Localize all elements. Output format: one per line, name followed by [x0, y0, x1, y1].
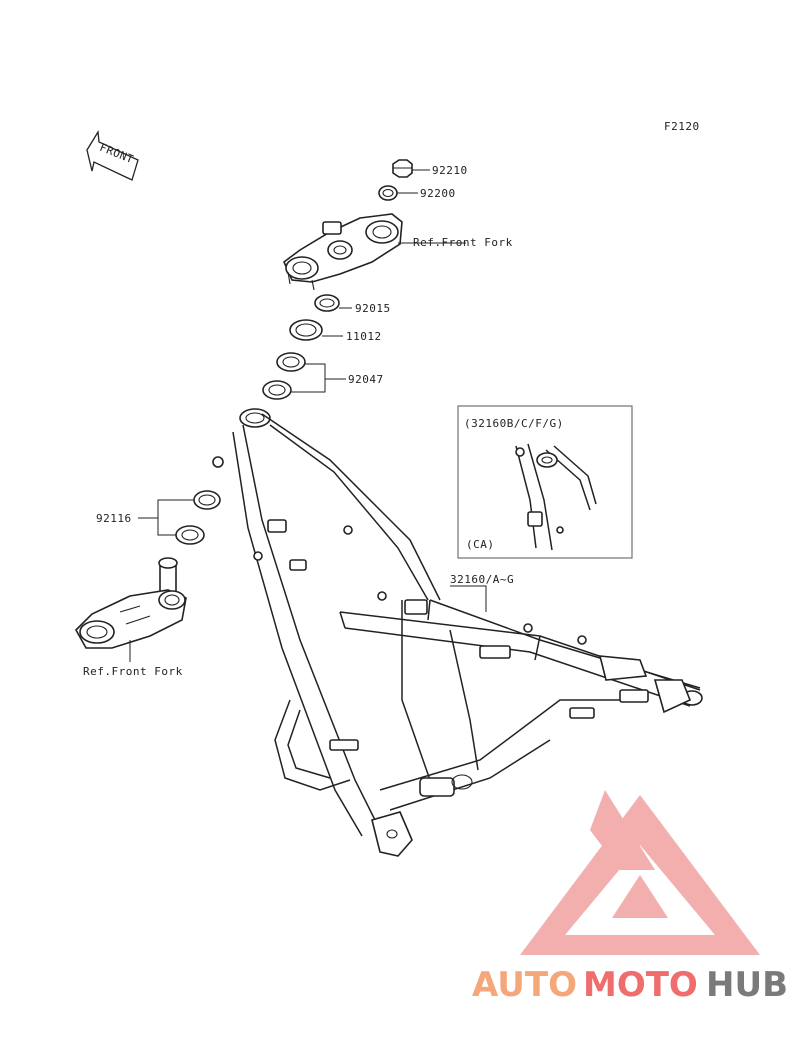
seal-hole — [319, 298, 335, 308]
lower-bearing-race-hole — [198, 494, 216, 506]
callout-ref-lower: Ref.Front Fork — [83, 665, 183, 678]
callout-cap-nut: 92210 — [432, 164, 468, 177]
watermark-hub: HUB — [706, 965, 788, 1005]
lower-bearing-race — [193, 490, 221, 510]
watermark-text: AUTO MOTO HUB — [472, 965, 788, 1005]
watermark-moto: MOTO — [583, 965, 698, 1005]
leader-lower-bearings — [138, 499, 194, 536]
watermark-triangle-inner — [590, 790, 655, 870]
motorcycle-frame — [212, 408, 703, 857]
leader-frame — [450, 585, 487, 612]
washer-hole — [382, 188, 394, 198]
watermark-triangle-inner-cut — [612, 875, 668, 918]
lower-bearing-cage-hole — [181, 529, 199, 541]
leader-bearings — [291, 363, 346, 393]
upper-triple-clamp — [283, 213, 403, 291]
bearing-lower-part — [262, 380, 292, 400]
watermark-logo — [520, 790, 760, 955]
seal-part — [314, 294, 340, 312]
inset-box: (32160B/C/F/G) (CA) — [457, 405, 633, 559]
front-arrow-icon: FRONT — [86, 130, 139, 181]
washer-part — [378, 185, 398, 201]
cap-nut-part — [392, 159, 413, 178]
callout-ref-upper: Ref.Front Fork — [413, 236, 513, 249]
callout-bearings: 92047 — [348, 373, 384, 386]
callout-washer: 92200 — [420, 187, 456, 200]
figure-code: F2120 — [664, 120, 700, 133]
bearing-race-hole — [295, 323, 317, 337]
callout-lower-bearings: 92116 — [96, 512, 132, 525]
callout-bearing-race: 11012 — [346, 330, 382, 343]
bearing-race-part — [289, 319, 323, 341]
callout-seal: 92015 — [355, 302, 391, 315]
inset-note: (CA) — [466, 538, 495, 551]
bearing-upper-part — [276, 352, 306, 372]
lower-bearing-cage — [175, 525, 205, 545]
watermark-auto: AUTO — [472, 965, 577, 1005]
callout-frame: 32160/A~G — [450, 573, 514, 586]
bearing-upper-hole — [282, 356, 300, 368]
bearing-lower-hole — [268, 384, 286, 396]
lower-triple-clamp — [75, 557, 187, 649]
inset-title: (32160B/C/F/G) — [464, 417, 564, 430]
